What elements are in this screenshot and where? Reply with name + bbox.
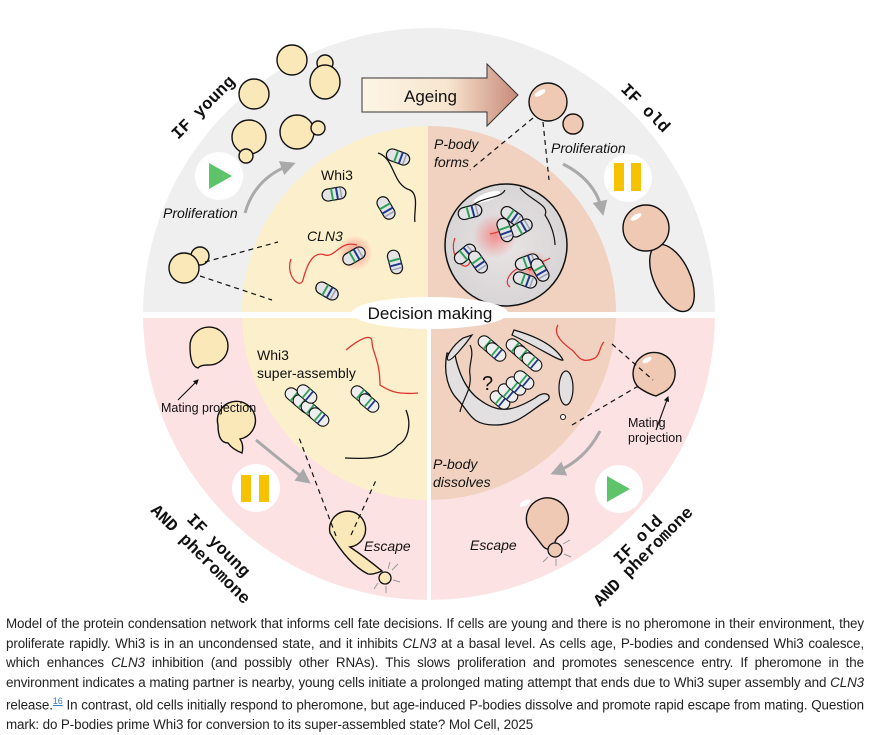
caption-part-2: at a basal level. As cells age, P-bodies… <box>6 635 864 671</box>
label-whi3-super-2: super-assembly <box>257 365 356 381</box>
old-mating-cell <box>632 351 676 397</box>
caption-gene-1: CLN3 <box>402 635 437 651</box>
label-mating-projection-old-2: projection <box>628 431 682 445</box>
label-pbody-dissolves-1: P-body <box>433 456 478 472</box>
play-icon <box>209 163 232 189</box>
play-icon <box>607 476 630 502</box>
label-whi3: Whi3 <box>321 167 353 183</box>
figure-caption: Model of the protein condensation networ… <box>6 614 864 735</box>
label-mating-projection-young: Mating projection <box>161 401 256 415</box>
quadrant-old: IF old Proliferation P-body forms <box>434 81 696 313</box>
label-mating-projection-old-1: Mating <box>628 416 666 430</box>
pause-icon-bg <box>604 154 652 202</box>
young-escape-cell <box>328 510 401 593</box>
cell-fate-diagram: IF young Proliferation Whi3 CLN3 <box>143 28 715 610</box>
label-pbody-dissolves-2: dissolves <box>433 474 491 490</box>
label-proliferation-young: Proliferation <box>163 205 238 221</box>
young-yeast-cells <box>231 44 341 164</box>
caption-part-5: In contrast, old cells initially respond… <box>6 697 864 733</box>
label-proliferation-old: Proliferation <box>551 140 626 156</box>
label-escape-old: Escape <box>470 537 517 553</box>
old-escape-cell <box>519 497 572 566</box>
caption-part-4: release. <box>6 697 53 713</box>
ageing-arrow: Ageing <box>361 62 519 128</box>
question-mark: ? <box>482 373 493 395</box>
young-cell-zoom <box>168 246 210 284</box>
pause-icon <box>241 475 269 502</box>
pbody-dissolving <box>444 329 574 426</box>
proliferation-arrow <box>243 161 296 214</box>
caption-gene-3: CLN3 <box>830 674 864 690</box>
label-ageing: Ageing <box>404 87 457 106</box>
reference-link[interactable]: 16 <box>52 696 63 707</box>
label-whi3-super-1: Whi3 <box>257 347 289 363</box>
label-pbody-forms-1: P-body <box>434 136 479 152</box>
decision-label-bg <box>352 297 508 329</box>
young-mating-cells <box>189 326 257 454</box>
caption-part-1: Model of the protein condensation networ… <box>6 616 864 651</box>
vertical-divider-bottom <box>427 318 431 600</box>
caption-part-3: inhibition (and possibly other RNAs). Th… <box>6 655 864 690</box>
label-cln3: CLN3 <box>307 228 343 244</box>
label-pbody-forms-2: forms <box>434 154 469 170</box>
pause-icon <box>614 163 641 191</box>
label-decision-making: Decision making <box>368 304 493 323</box>
label-escape-young: Escape <box>364 538 411 554</box>
caption-gene-2: CLN3 <box>111 655 145 671</box>
